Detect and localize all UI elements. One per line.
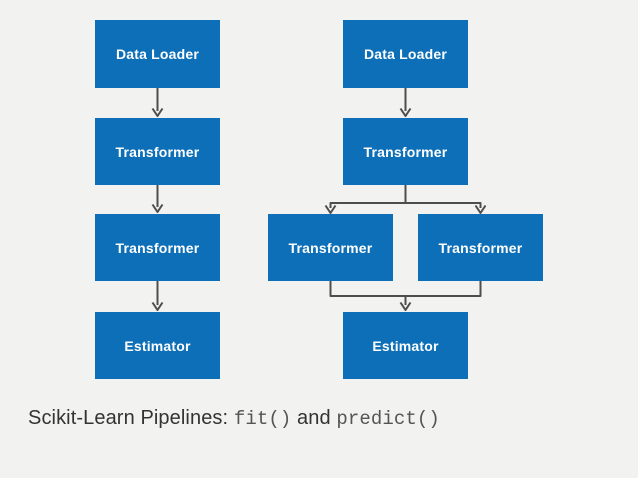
left-node-transformer-2: Transformer [95,214,220,281]
node-label: Data Loader [115,46,200,62]
left-node-estimator: Estimator [95,312,220,379]
arrow-left-3 [151,281,164,311]
node-label: Estimator [372,337,439,354]
right-node-estimator: Estimator [343,312,468,379]
arrow-right-1 [399,88,412,117]
node-label: Transformer [438,239,523,256]
right-node-transformer-branch-left: Transformer [268,214,393,281]
left-node-data-loader: Data Loader [95,20,220,88]
arrow-left-2 [151,185,164,213]
caption-conjunction: and [291,407,337,429]
node-label: Transformer [363,143,448,160]
node-label: Transformer [115,143,200,160]
merge-connector [329,281,482,311]
split-connector [324,185,487,214]
caption-prefix: Scikit-Learn Pipelines: [28,407,234,429]
node-label: Data Loader [363,46,448,62]
left-node-transformer-1: Transformer [95,118,220,185]
node-label: Estimator [124,337,191,354]
caption-code-predict: predict() [336,408,440,430]
caption-code-fit: fit() [233,408,292,430]
node-label: Transformer [288,239,373,256]
arrow-left-1 [151,88,164,117]
right-node-data-loader: Data Loader [343,20,468,88]
node-label: Transformer [115,239,200,256]
caption: Scikit-Learn Pipelines: fit() and predic… [28,407,440,430]
right-node-transformer-top: Transformer [343,118,468,185]
right-node-transformer-branch-right: Transformer [418,214,543,281]
